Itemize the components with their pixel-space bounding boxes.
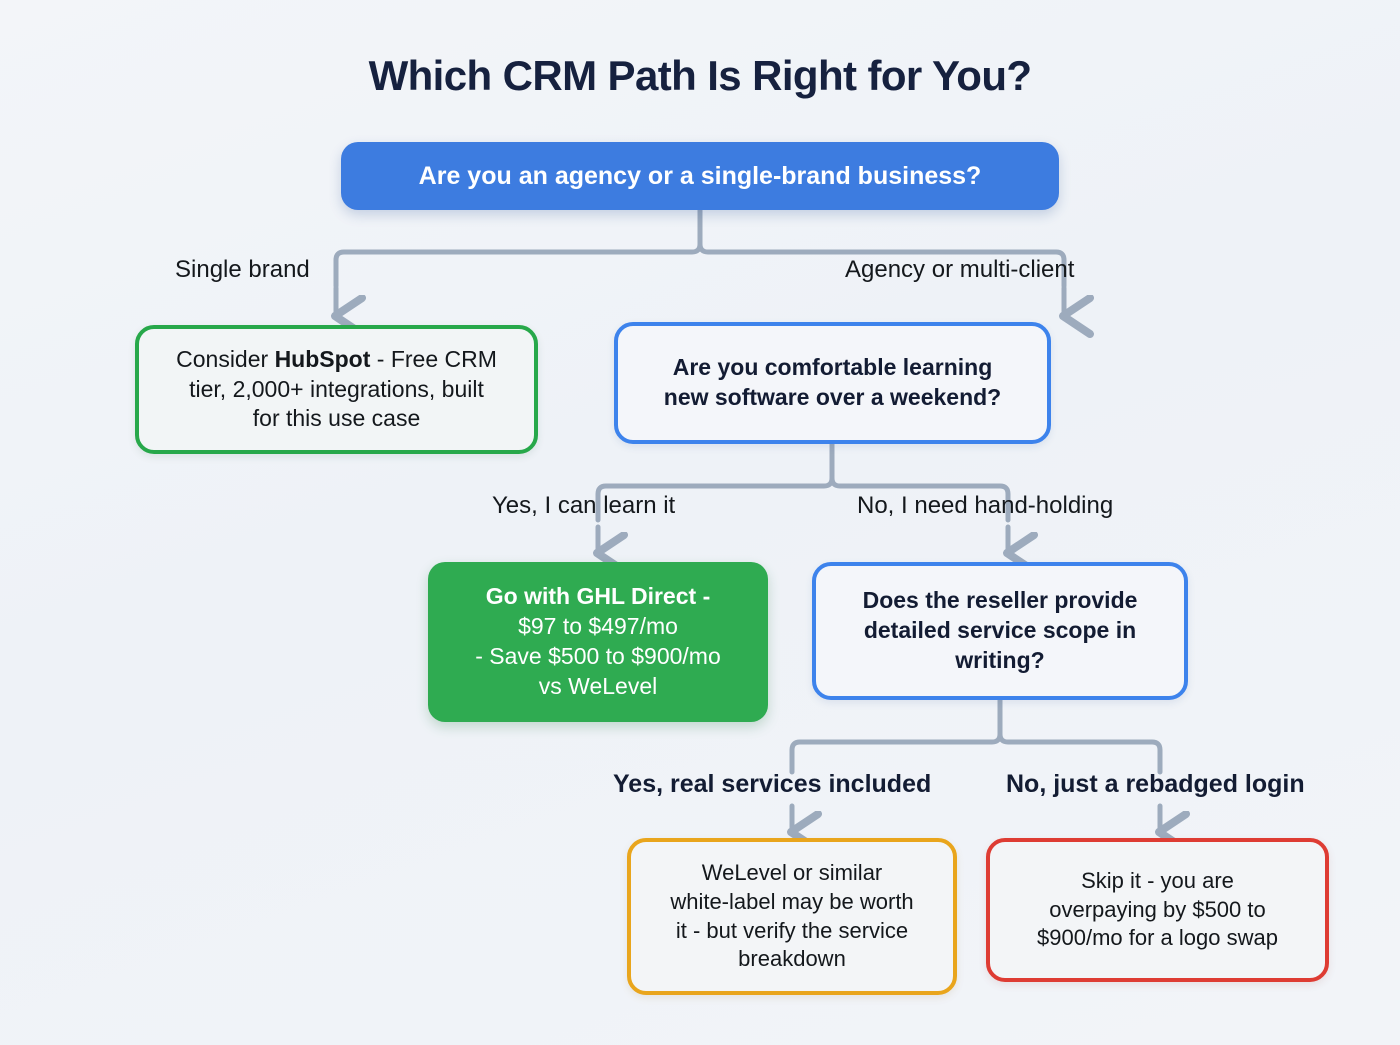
- node-hubspot-outcome-text: Consider HubSpot - Free CRM tier, 2,000+…: [139, 345, 534, 435]
- node-hubspot-outcome[interactable]: Consider HubSpot - Free CRM tier, 2,000+…: [135, 325, 538, 454]
- edge-label-agency-multi-client: Agency or multi-client: [845, 256, 1075, 283]
- node-weekend-learning-question-text: Are you comfortable learning new softwar…: [618, 353, 1047, 413]
- node-root-question[interactable]: Are you an agency or a single-brand busi…: [341, 142, 1059, 210]
- edge-q3-to-skip-elbow: [997, 723, 1163, 775]
- q2-line2: new software over a weekend?: [663, 384, 1002, 410]
- hubspot-line1-post: - Free CRM: [370, 345, 497, 372]
- welevel-line4: breakdown: [738, 946, 846, 972]
- q3-line1: Does the reseller provide: [862, 587, 1138, 614]
- welevel-line3: it - but verify the service: [675, 917, 909, 943]
- node-ghl-direct-outcome-text: Go with GHL Direct - $97 to $497/mo - Sa…: [428, 582, 768, 702]
- edge-q3-to-welevel-elbow: [789, 723, 1003, 775]
- page-title: Which CRM Path Is Right for You?: [368, 52, 1032, 99]
- edge-label-yes-real-services: Yes, real services included: [613, 770, 932, 798]
- edge-label-single-brand: Single brand: [175, 256, 310, 283]
- node-ghl-direct-outcome[interactable]: Go with GHL Direct - $97 to $497/mo - Sa…: [428, 562, 768, 722]
- node-skip-outcome[interactable]: Skip it - you are overpaying by $500 to …: [986, 838, 1329, 982]
- edge-q1-to-hubspot-elbow: [333, 233, 703, 289]
- hubspot-line3: for this use case: [252, 405, 421, 432]
- ghl-line3: - Save $500 to $900/mo: [475, 643, 721, 669]
- skip-line3: $900/mo for a logo swap: [1037, 925, 1278, 951]
- welevel-line2: white-label may be worth: [670, 888, 914, 914]
- skip-line2: overpaying by $500 to: [1049, 896, 1266, 922]
- skip-line1: Skip it - you are: [1081, 868, 1234, 894]
- q3-line2: detailed service scope in: [863, 617, 1137, 644]
- ghl-line2: $97 to $497/mo: [518, 613, 678, 640]
- q3-line3: writing?: [955, 646, 1045, 673]
- edge-label-no-rebadged-login: No, just a rebadged login: [1006, 770, 1305, 798]
- node-welevel-outcome[interactable]: WeLevel or similar white-label may be wo…: [627, 838, 957, 995]
- node-reseller-scope-question[interactable]: Does the reseller provide detailed servi…: [812, 562, 1188, 700]
- q2-line1: Are you comfortable learning: [672, 354, 993, 381]
- ghl-line4: vs WeLevel: [538, 672, 658, 699]
- welevel-line1: WeLevel or similar: [701, 860, 883, 886]
- node-weekend-learning-question[interactable]: Are you comfortable learning new softwar…: [614, 322, 1051, 444]
- hubspot-line1-pre: Consider: [176, 345, 275, 372]
- node-skip-outcome-text: Skip it - you are overpaying by $500 to …: [990, 867, 1325, 953]
- node-root-question-text: Are you an agency or a single-brand busi…: [418, 161, 982, 190]
- edge-label-yes-can-learn: Yes, I can learn it: [492, 492, 676, 519]
- node-welevel-outcome-text: WeLevel or similar white-label may be wo…: [631, 859, 953, 973]
- ghl-line1: Go with GHL Direct -: [485, 583, 711, 610]
- edge-label-no-hand-holding: No, I need hand-holding: [857, 492, 1114, 519]
- node-reseller-scope-question-text: Does the reseller provide detailed servi…: [816, 586, 1184, 676]
- hubspot-line2: tier, 2,000+ integrations, built: [189, 375, 484, 402]
- hubspot-brand-name: HubSpot: [274, 345, 371, 372]
